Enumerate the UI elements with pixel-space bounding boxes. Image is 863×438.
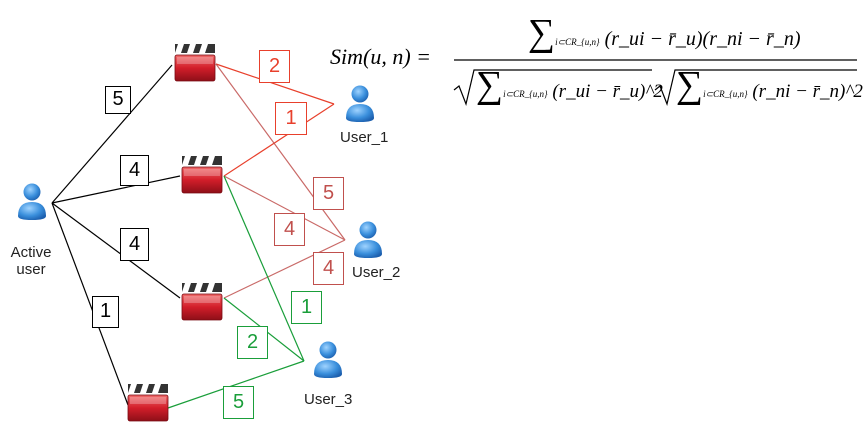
user-1-label: User_1: [340, 129, 389, 146]
user-1-icon: [346, 85, 374, 122]
user1-links: [215, 63, 335, 177]
rating-user2-m3: 4: [313, 252, 344, 285]
edge-user2-m3: [223, 239, 346, 299]
sum-icon: ∑: [476, 64, 504, 106]
edge-user3-m2: [223, 175, 305, 362]
edge-active-m4: [51, 202, 129, 406]
rating-user2-m1: 5: [313, 177, 344, 210]
edge-active-m3: [51, 202, 181, 299]
formula-denominator-right: ∑i⊂CR_{u,n} (r_ni − r̄_n)^2: [676, 66, 863, 113]
user-2-label: User_2: [352, 264, 401, 281]
active-user-label: Active user: [7, 244, 55, 278]
denominator-right-terms: (r_ni − r̄_n)^2: [752, 81, 863, 102]
user2-links: [215, 63, 346, 299]
edge-active-m2: [51, 175, 181, 204]
active-user-icon: [18, 183, 46, 220]
denominator-left-terms: (r_ui − r̄_u)^2: [552, 81, 663, 102]
sum-icon: ∑: [676, 64, 704, 106]
formula-numerator: ∑i⊂CR_{u,n} (r_ui − r̄_u)(r_ni − r̄_n): [528, 14, 800, 61]
formula-denominator-left: ∑i⊂CR_{u,n} (r_ui − r̄_u)^2: [476, 66, 663, 113]
user-3-icon: [314, 341, 342, 378]
sum-icon: ∑: [528, 12, 556, 54]
rating-user3-m3: 1: [291, 291, 322, 324]
movie-1: [174, 43, 216, 82]
rating-active-m1: 5: [105, 86, 131, 114]
rating-active-m3: 4: [120, 228, 149, 261]
rating-user1-m1: 2: [259, 50, 290, 83]
rating-user3-m4: 5: [223, 386, 254, 419]
denominator-left-sum-index: i⊂CR_{u,n}: [503, 89, 548, 99]
rating-user1-m2: 1: [275, 102, 307, 135]
edge-active-m1: [51, 64, 173, 204]
rating-active-m2: 4: [120, 155, 149, 186]
movie-4: [127, 383, 169, 422]
edge-user1-m2: [223, 103, 335, 177]
movie-3: [181, 282, 223, 321]
active-user-label-line1: Active: [10, 244, 52, 261]
rating-active-m4: 1: [92, 296, 119, 328]
sqrt-right: [654, 69, 857, 107]
edge-user2-m1: [215, 63, 346, 241]
rating-user2-m2: 4: [274, 213, 305, 246]
active-user-label-line2: user: [16, 261, 46, 278]
sqrt-left: [453, 69, 652, 107]
active-user-links: [51, 64, 181, 406]
edge-user1-m1: [215, 63, 335, 105]
edge-user2-m2: [223, 175, 346, 241]
formula-lhs: Sim(u, n) =: [330, 44, 431, 69]
user-2-icon: [354, 221, 382, 258]
rating-user3-m2: 2: [237, 326, 268, 359]
edge-user3-m4: [167, 360, 305, 409]
numerator-sum-index: i⊂CR_{u,n}: [555, 37, 600, 47]
denominator-right-sum-index: i⊂CR_{u,n}: [703, 89, 748, 99]
user-3-label: User_3: [304, 391, 353, 408]
numerator-terms: (r_ui − r̄_u)(r_ni − r̄_n): [604, 28, 801, 50]
movie-2: [181, 155, 223, 194]
